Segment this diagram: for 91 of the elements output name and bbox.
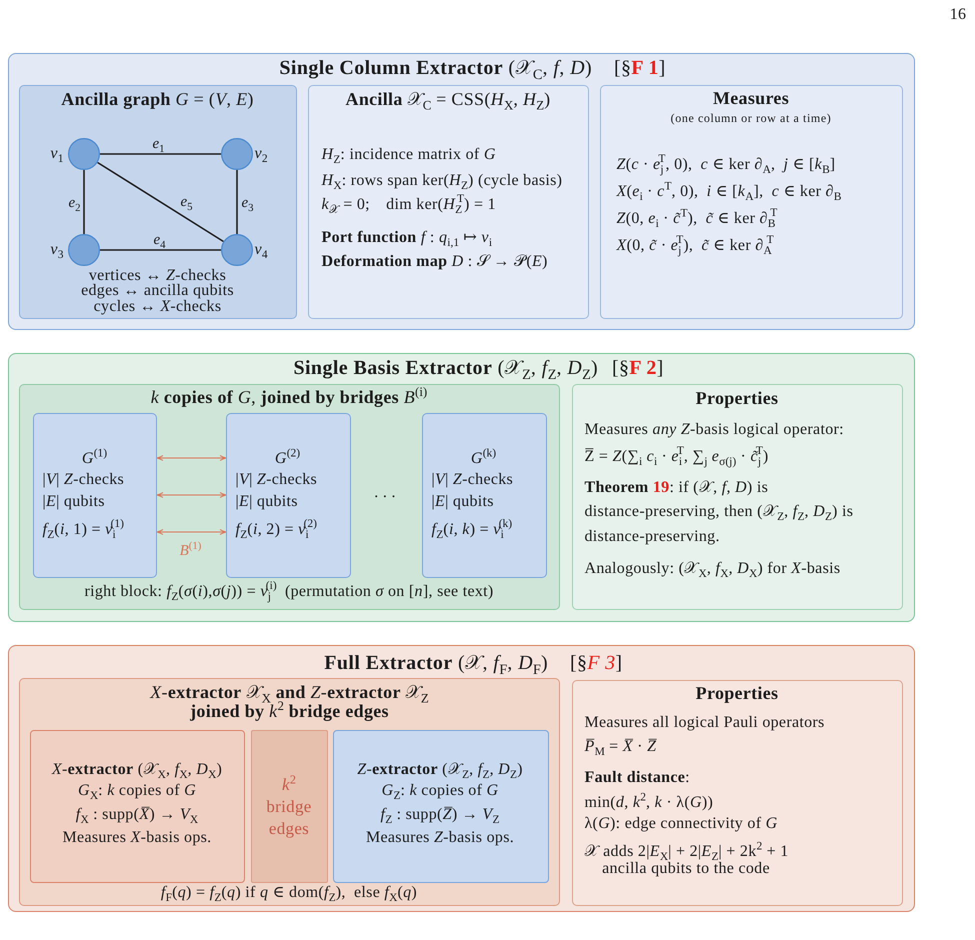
note-text: (one column or row at a time) — [670, 110, 832, 126]
formula-text: X(e$_{i}$ · c$^{T}$, 0), i ∈ [k$_{A}$], c ∈ ker ∂$_{B}$ — [616, 182, 842, 202]
formula-text: P̅$_{M}$ = X̅ · Z̅ — [584, 736, 656, 756]
vertex-label: v$_{3}$ — [50, 240, 64, 260]
formula-text: Deformation map D : 𝒮 → 𝒫(E) — [322, 252, 548, 272]
panel-heading: X-extractor 𝒳$_{X}$ and Z-extractor 𝒳$_{Z}$ joined by k$^{2}$ bridge edges — [148, 682, 430, 720]
formula-text: f$_{F}$(q) = f$_{Z}$(q) if q ∈ dom(f$_{Z}$), else f$_{X}$(q) — [160, 882, 418, 902]
formula-text: G$^{(2)}$ — [274, 448, 300, 468]
vertex-label: v$_{1}$ — [50, 144, 64, 164]
edge-line — [236, 170, 238, 234]
formula-text: Z̅ = Z(∑$_{i}$ c$_{i}$ · e$_{i}$$^{T}$, ∑$_{j}$ e$_{σ(j)}$ · c̃$_{j}$$^{T}$) — [584, 446, 769, 466]
formula-text: Z(c · e$_{j}$$^{T}$, 0), c ∈ ker ∂$_{A}$, j ∈ [k$_{B}$] — [616, 154, 836, 174]
extractor-block — [30, 730, 244, 882]
edge-label: e$_{3}$ — [241, 196, 254, 210]
mapping-text: vertices ↔ Z-checks — [88, 268, 226, 284]
description-text: |V| Z-checks — [432, 470, 514, 490]
info-panel — [572, 384, 902, 610]
vertex-label: v$_{4}$ — [254, 240, 268, 260]
info-panel — [600, 84, 902, 318]
formula-text: f$_{Z}$ : supp(Z̅) → V$_{Z}$ — [380, 804, 500, 824]
section-reference: [§F 3] — [570, 651, 622, 676]
panel-heading: Properties — [696, 682, 778, 704]
group-panel — [18, 678, 560, 906]
vertex-label: v$_{2}$ — [254, 144, 268, 164]
formula-text: f$_{X}$ : supp(X̅) → V$_{X}$ — [76, 804, 198, 824]
info-panel — [572, 680, 902, 906]
description-text: |V| Z-checks — [236, 470, 318, 490]
vertex-circle — [68, 138, 100, 170]
page-number: 16 — [950, 5, 966, 25]
edge-label: e$_{2}$ — [68, 196, 81, 210]
formula-text: G$^{(1)}$ — [82, 448, 108, 468]
mapping-text: edges ↔ ancilla qubits — [81, 282, 234, 298]
formula-text: Port function f : q$_{i,1}$ ↦ v$_{i}$ — [322, 228, 492, 248]
panel-title: Full Extractor (𝒳, f$_{F}$, D$_{F}$) — [324, 651, 548, 676]
panel-title: Single Column Extractor (𝒳$_{C}$, f, D) — [279, 56, 592, 81]
formula-text: G$_{X}$: k copies of G — [78, 780, 196, 800]
vertex-circle — [220, 234, 252, 266]
extractor-panel — [8, 53, 915, 330]
formula-text: G$^{(k)}$ — [470, 448, 496, 468]
vertex-circle — [220, 138, 252, 170]
description-text: |E| qubits — [236, 492, 298, 512]
description-text: Fault distance: — [584, 768, 690, 788]
section-reference: [§F 1] — [614, 56, 666, 81]
edge-label: B$^{(1)}$ — [180, 544, 202, 558]
group-panel — [18, 384, 560, 610]
formula-text: H$_{X}$: rows span ker(H$_{Z}$) (cycle basis) — [322, 170, 562, 190]
edge-line — [100, 152, 220, 154]
panel-heading: Measures — [712, 86, 790, 110]
description-text: |E| qubits — [432, 492, 494, 512]
description-text: Measures X-basis ops. — [62, 828, 212, 848]
theorem-text: Theorem 19: if (𝒳, f, D) is distance-preserving, then (𝒳$_{Z}$, f$_{Z}$, D$_{Z}$) is distance-preserving. — [584, 478, 854, 546]
edge-label: e$_{5}$ — [180, 194, 193, 208]
section-reference: [§F 2] — [612, 356, 664, 381]
block-title: Z-extractor (𝒳$_{Z}$, f$_{Z}$, D$_{Z}$) — [357, 760, 523, 780]
formula-text: H$_{Z}$: incidence matrix of G — [322, 144, 496, 164]
panel-heading: Ancilla graph G = (V, E) — [61, 88, 254, 110]
description-text: |V| Z-checks — [42, 470, 124, 490]
ellipsis: . . . — [374, 483, 396, 503]
bridge-band — [250, 730, 328, 882]
band-text: k$^{2}$ bridge edges — [265, 774, 313, 840]
edge-label: e$_{1}$ — [152, 136, 165, 150]
edge-label: e$_{4}$ — [153, 232, 166, 246]
graph-copy-block — [226, 412, 350, 578]
graph-copy-block — [422, 412, 546, 578]
panel-heading: Ancilla 𝒳$_{C}$ = CSS(H$_{X}$, H$_{Z}$) — [346, 88, 550, 110]
vertex-circle — [68, 234, 100, 266]
panel-heading: Properties — [696, 386, 778, 410]
block-title: X-extractor (𝒳$_{X}$, f$_{X}$, D$_{X}$) — [52, 760, 222, 780]
panel-heading: k copies of G, joined by bridges B$^{(i)}$ — [150, 384, 428, 408]
description-text: Measures Z-basis ops. — [366, 828, 514, 848]
extractor-block — [332, 730, 548, 882]
description-text: Measures any Z-basis logical operator: — [584, 420, 844, 440]
graph-copy-block — [32, 412, 156, 578]
edge-line — [100, 248, 220, 250]
description-text: Measures all logical Pauli operators — [584, 712, 825, 732]
description-text: Analogously: (𝒳$_{X}$, f$_{X}$, D$_{X}$) for X-basis — [584, 558, 840, 578]
edge-line — [96, 161, 224, 242]
graph-panel — [18, 84, 296, 318]
edge-line — [82, 170, 84, 234]
mapping-text: cycles ↔ X-checks — [94, 298, 222, 314]
panel-title: Single Basis Extractor (𝒳$_{Z}$, f$_{Z}$, D$_{Z}$) — [293, 356, 598, 381]
formula-text: min(d, k$^{2}$, k · λ(G)) — [584, 792, 714, 812]
formula-text: k$_{𝒳}$ = 0; dim ker(H$_{Z}$$^{T}$) = 1 — [322, 194, 496, 214]
formula-text: G$_{Z}$: k copies of G — [382, 780, 498, 800]
description-text: |E| qubits — [42, 492, 105, 512]
formula-text: right block: f$_{Z}$(σ(i),σ(j)) = v$_{j}$$^{(i)}$ (permutation σ on [n], see text) — [84, 582, 494, 602]
extractor-panel — [8, 353, 915, 622]
extractor-panel — [8, 645, 915, 912]
description-text: λ(G): edge connectivity of G — [584, 814, 778, 834]
description-text: 𝒳 adds 2|E$_{X}$| + 2|E$_{Z}$| + 2k$^{2}$ + 1 ancilla qubits to the code — [584, 842, 790, 876]
info-panel — [308, 84, 588, 318]
